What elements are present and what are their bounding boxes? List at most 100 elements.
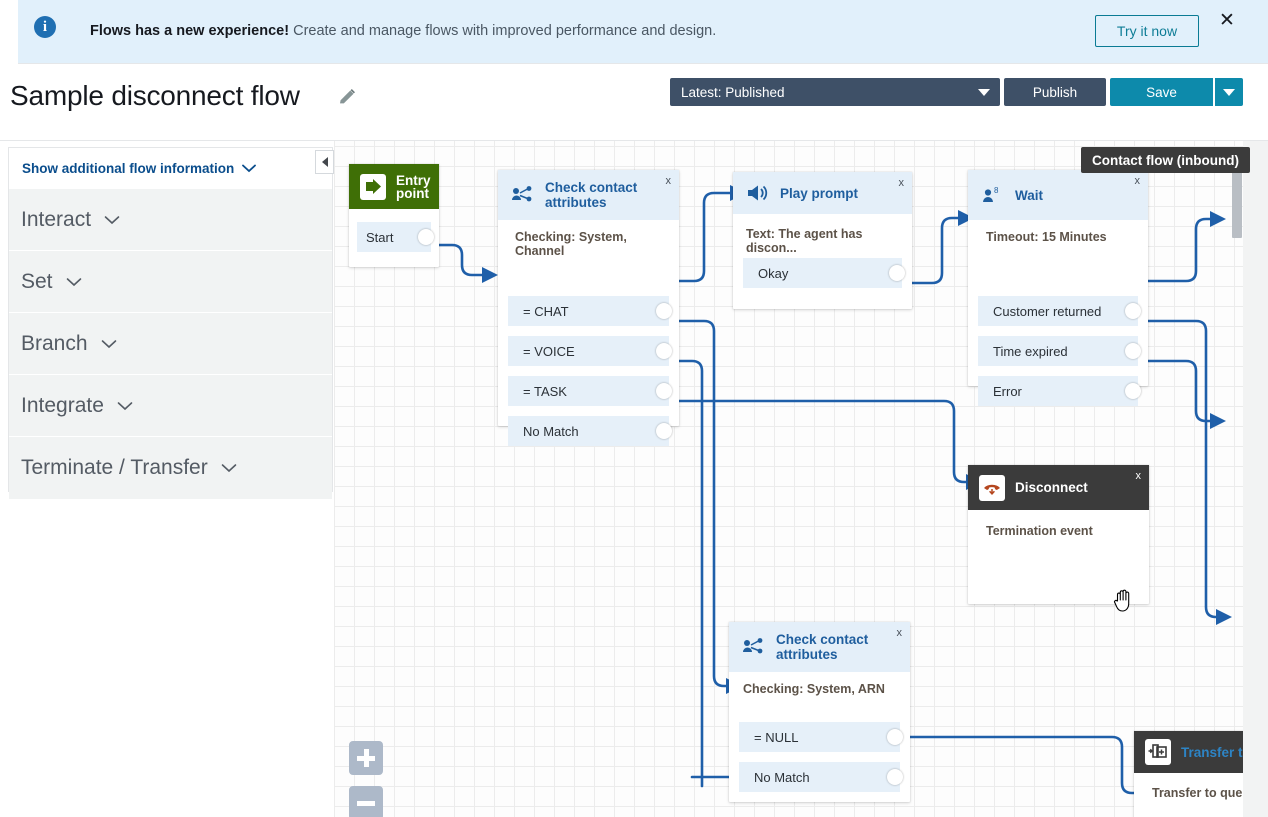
zoom-in-button[interactable] bbox=[349, 741, 383, 775]
entry-arrow-icon bbox=[360, 173, 386, 200]
flow-blocks-sidebar: Show additional flow information Interac… bbox=[8, 147, 333, 499]
save-dropdown-button[interactable] bbox=[1215, 78, 1243, 106]
port-null[interactable]: = NULL bbox=[739, 722, 903, 752]
show-info-label: Show additional flow information bbox=[22, 160, 235, 176]
port-connector-dot[interactable] bbox=[1125, 303, 1141, 319]
port-connector-dot[interactable] bbox=[887, 769, 903, 785]
node-subtitle: Text: The agent has discon... bbox=[746, 227, 863, 255]
node-play-prompt[interactable]: Play prompt x Text: The agent has discon… bbox=[733, 172, 912, 309]
port-label: Time expired bbox=[993, 343, 1068, 359]
port-connector-dot[interactable] bbox=[889, 265, 905, 281]
branch-attributes-icon bbox=[509, 182, 535, 208]
zoom-out-button[interactable] bbox=[349, 786, 383, 817]
node-subtitle: Transfer to que bbox=[1152, 786, 1243, 800]
node-header: Disconnect x bbox=[968, 465, 1149, 510]
flow-canvas[interactable]: Entry point Start Check co bbox=[334, 141, 1268, 817]
port-label: Customer returned bbox=[993, 303, 1102, 319]
node-entry-point[interactable]: Entry point Start bbox=[349, 164, 439, 267]
sidebar-group-terminate-transfer[interactable]: Terminate / Transfer bbox=[9, 437, 332, 499]
port-voice[interactable]: = VOICE bbox=[508, 336, 672, 366]
port-no-match[interactable]: No Match bbox=[739, 762, 903, 792]
chevron-down-icon bbox=[1223, 88, 1235, 96]
sidebar-group-label: Set bbox=[21, 269, 53, 293]
version-select[interactable]: Latest: Published bbox=[670, 78, 1000, 106]
sidebar-group-interact[interactable]: Interact bbox=[9, 189, 332, 251]
node-subtitle: Termination event bbox=[986, 524, 1093, 538]
transfer-icon bbox=[1145, 739, 1171, 765]
close-icon[interactable]: x bbox=[1134, 175, 1141, 187]
canvas-right-shade bbox=[1243, 141, 1268, 817]
header-divider bbox=[0, 140, 1268, 141]
banner-headline: Flows has a new experience! bbox=[90, 23, 290, 39]
close-icon[interactable]: x bbox=[1135, 470, 1142, 482]
node-title: Disconnect bbox=[1015, 480, 1088, 495]
banner-body: Create and manage flows with improved pe… bbox=[289, 23, 717, 39]
port-customer-returned[interactable]: Customer returned bbox=[978, 296, 1141, 326]
sidebar-collapse-button[interactable] bbox=[315, 150, 334, 174]
sidebar-group-label: Integrate bbox=[21, 393, 104, 417]
port-connector-dot[interactable] bbox=[656, 303, 672, 319]
node-check-contact-attributes-2[interactable]: Check contact attributes x Checking: Sys… bbox=[729, 622, 910, 802]
phone-hangup-icon bbox=[979, 474, 1005, 501]
info-icon: i bbox=[34, 16, 56, 38]
close-icon[interactable]: x bbox=[896, 627, 903, 639]
close-icon[interactable]: ✕ bbox=[1219, 10, 1235, 31]
node-title: Check contact attributes bbox=[776, 632, 869, 662]
node-subtitle: Timeout: 15 Minutes bbox=[986, 230, 1107, 244]
port-connector-dot[interactable] bbox=[1125, 383, 1141, 399]
port-error[interactable]: Error bbox=[978, 376, 1141, 406]
port-no-match[interactable]: No Match bbox=[508, 416, 672, 446]
node-subtitle: Checking: System, Channel bbox=[515, 230, 627, 258]
chevron-down-icon bbox=[978, 89, 990, 96]
node-check-contact-attributes-1[interactable]: Check contact attributes x Checking: Sys… bbox=[498, 170, 679, 446]
port-connector-dot[interactable] bbox=[418, 229, 434, 245]
new-experience-banner: i Flows has a new experience! Create and… bbox=[18, 0, 1268, 63]
banner-divider bbox=[18, 63, 1268, 64]
version-select-value: Latest: Published bbox=[681, 84, 785, 100]
minus-icon bbox=[357, 800, 375, 806]
node-title: Check contact attributes bbox=[545, 180, 638, 210]
canvas-vertical-scrollbar[interactable] bbox=[1232, 172, 1242, 238]
node-disconnect[interactable]: Disconnect x Termination event bbox=[968, 465, 1149, 604]
sidebar-group-label: Interact bbox=[21, 207, 92, 231]
node-wait[interactable]: 8 Wait x Timeout: 15 Minutes Customer re… bbox=[968, 170, 1148, 406]
port-label: Error bbox=[993, 383, 1022, 399]
banner-message: Flows has a new experience! Create and m… bbox=[90, 21, 716, 41]
chevron-down-icon bbox=[104, 215, 120, 225]
port-label: = NULL bbox=[754, 729, 799, 745]
port-label: Okay bbox=[758, 265, 789, 281]
sidebar-group-integrate[interactable]: Integrate bbox=[9, 375, 332, 437]
port-connector-dot[interactable] bbox=[656, 423, 672, 439]
node-header: Check contact attributes x bbox=[729, 622, 910, 672]
chevron-down-icon bbox=[242, 164, 257, 173]
save-button[interactable]: Save bbox=[1110, 78, 1213, 106]
publish-button[interactable]: Publish bbox=[1004, 78, 1106, 106]
close-icon[interactable]: x bbox=[665, 175, 672, 187]
svg-text:8: 8 bbox=[994, 186, 999, 195]
sidebar-group-branch[interactable]: Branch bbox=[9, 313, 332, 375]
branch-attributes-icon bbox=[740, 634, 766, 660]
port-connector-dot[interactable] bbox=[656, 383, 672, 399]
pencil-icon[interactable] bbox=[336, 86, 358, 108]
port-time-expired[interactable]: Time expired bbox=[978, 336, 1141, 366]
port-connector-dot[interactable] bbox=[1125, 343, 1141, 359]
port-connector-dot[interactable] bbox=[887, 729, 903, 745]
port-task[interactable]: = TASK bbox=[508, 376, 672, 406]
try-it-now-button[interactable]: Try it now bbox=[1095, 15, 1199, 47]
node-header: Check contact attributes x bbox=[498, 170, 679, 220]
node-header: Play prompt x bbox=[733, 172, 912, 214]
sidebar-group-set[interactable]: Set bbox=[9, 251, 332, 313]
close-icon[interactable]: x bbox=[898, 177, 905, 189]
port-chat[interactable]: = CHAT bbox=[508, 296, 672, 326]
show-additional-flow-information-toggle[interactable]: Show additional flow information bbox=[9, 148, 332, 188]
node-header: 8 Wait x bbox=[968, 170, 1148, 220]
wait-person-icon: 8 bbox=[979, 182, 1005, 208]
chevron-down-icon bbox=[221, 463, 237, 473]
node-title: Transfer t bbox=[1181, 744, 1243, 760]
page-title: Sample disconnect flow bbox=[10, 80, 300, 111]
chevron-down-icon bbox=[117, 401, 133, 411]
port-start[interactable]: Start bbox=[357, 222, 434, 252]
port-okay[interactable]: Okay bbox=[743, 258, 905, 288]
port-connector-dot[interactable] bbox=[656, 343, 672, 359]
